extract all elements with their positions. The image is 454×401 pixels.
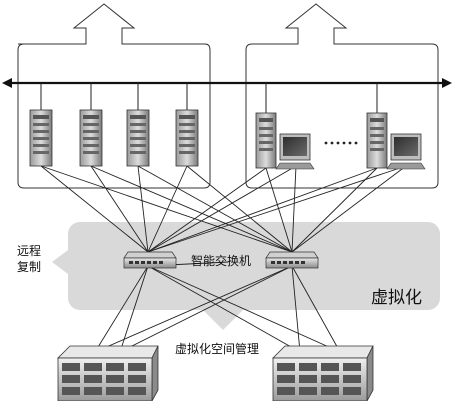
workstation-icon xyxy=(366,112,426,170)
remote-copy-label: 远程 复制 xyxy=(17,243,41,275)
network-bus xyxy=(2,78,452,88)
virtualized-space-mgmt-label: 虚拟化空间管理 xyxy=(175,342,260,356)
bus-drop-lines xyxy=(40,83,378,113)
network-switch-icon xyxy=(123,251,177,269)
smart-switch-label: 智能交换机 xyxy=(191,254,252,268)
server-icon xyxy=(79,109,103,167)
server-icon xyxy=(175,109,199,167)
network-switch-icon xyxy=(265,251,319,269)
storage-array-icon xyxy=(57,345,159,401)
server-icon xyxy=(29,109,53,167)
storage-array-icon xyxy=(272,345,374,401)
remote-copy-line2: 复制 xyxy=(17,260,42,274)
remote-copy-line1: 远程 xyxy=(17,244,42,258)
server-icon xyxy=(126,109,150,167)
switch-storage-links xyxy=(94,261,341,353)
virtualization-label: 虚拟化 xyxy=(371,288,422,308)
virtualization-panel xyxy=(52,222,440,330)
server-switch-links xyxy=(40,165,407,253)
ellipsis-dots xyxy=(324,141,358,145)
host-group-left xyxy=(17,3,211,189)
workstation-icon xyxy=(255,112,315,170)
